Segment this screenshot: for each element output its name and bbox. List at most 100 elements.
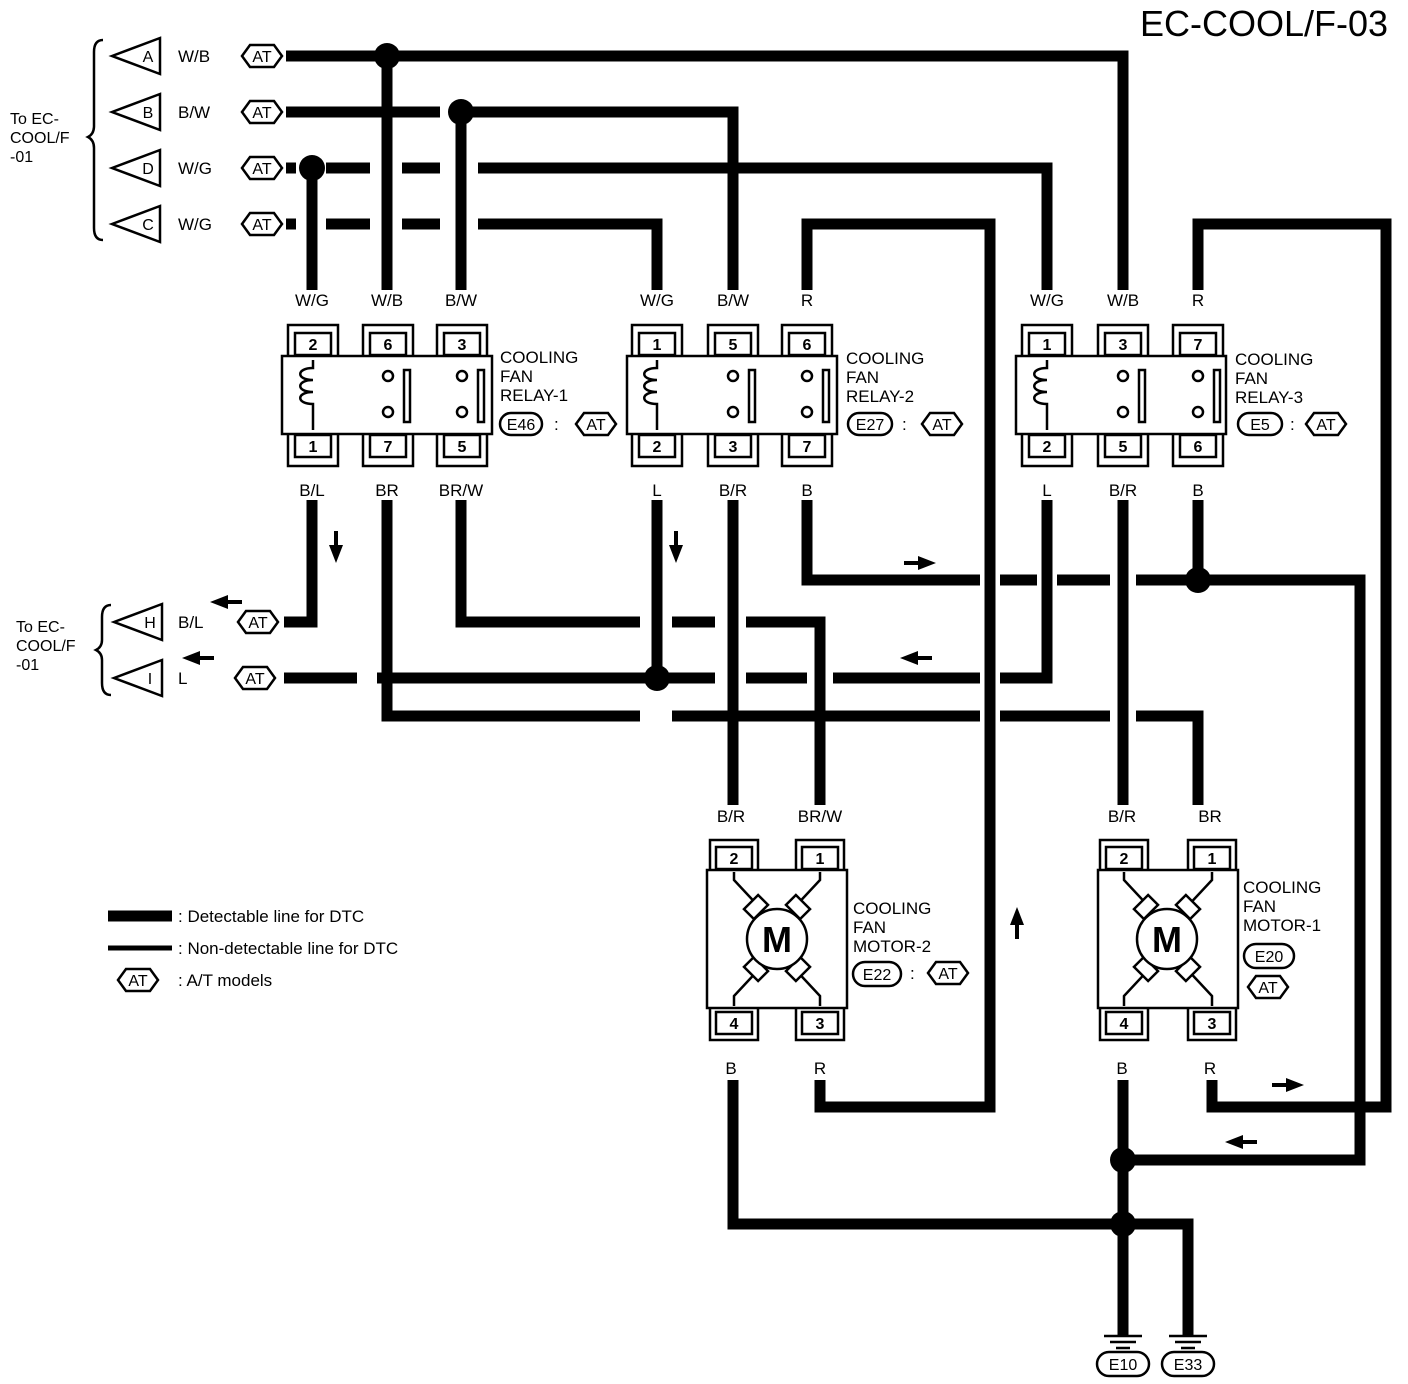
- switch-contact-icon: [1116, 369, 1130, 383]
- svg-text:AT: AT: [586, 417, 605, 434]
- switch-contact-icon: [800, 405, 814, 419]
- connector-b: B B/W AT: [108, 92, 284, 132]
- pin-box: 1: [1186, 838, 1238, 871]
- connector-code: E5: [1250, 417, 1270, 434]
- svg-text:B/W: B/W: [717, 291, 749, 310]
- pin-box: 7: [1171, 323, 1225, 357]
- pin-box: 3: [1186, 1008, 1238, 1042]
- switch-contact-icon: [455, 369, 469, 383]
- splice-points: [299, 43, 1211, 1237]
- svg-text:B: B: [725, 1059, 736, 1078]
- at-tag-text: AT: [252, 49, 271, 66]
- cooling-fan-relay-1: 2 6 3 1 7 5 W/G W/B B/W B/L BR BR/W COOL…: [280, 291, 618, 500]
- at-tag-text: AT: [245, 671, 264, 688]
- connector-d: D W/G AT: [108, 148, 284, 188]
- legend-text: : A/T models: [178, 971, 272, 990]
- svg-text:B/R: B/R: [1108, 807, 1136, 826]
- svg-text:3: 3: [458, 337, 467, 354]
- svg-text::: :: [902, 415, 907, 434]
- pin-box: 4: [1098, 1008, 1150, 1042]
- svg-text:W/G: W/G: [640, 291, 674, 310]
- motor-symbol: M: [762, 919, 792, 960]
- svg-text:B/R: B/R: [1109, 481, 1137, 500]
- switch-contact-icon: [1191, 405, 1205, 419]
- legend-text: : Detectable line for DTC: [178, 907, 364, 926]
- svg-text:2: 2: [1043, 439, 1052, 456]
- connector-id: D: [142, 161, 154, 178]
- svg-text:B: B: [801, 481, 812, 500]
- svg-text:L: L: [1042, 481, 1051, 500]
- switch-blade-icon: [402, 368, 412, 424]
- splice-dot: [374, 43, 400, 69]
- svg-text:2: 2: [730, 851, 739, 868]
- at-tag-text: AT: [248, 615, 267, 632]
- svg-text:4: 4: [730, 1016, 739, 1033]
- svg-text:5: 5: [458, 439, 467, 456]
- connector-c: C W/G AT: [108, 204, 284, 244]
- connector-h: H B/L AT: [110, 602, 280, 642]
- connector-i: I L AT: [110, 658, 277, 698]
- svg-text:5: 5: [729, 337, 738, 354]
- pin-box: 3: [1096, 323, 1150, 357]
- switch-contact-icon: [1191, 369, 1205, 383]
- connector-a: A W/B AT: [108, 36, 284, 76]
- connector-id: I: [148, 671, 152, 688]
- group-label-bottom: To EC-COOL/F-01: [16, 619, 76, 674]
- svg-text:L: L: [652, 481, 661, 500]
- svg-text:B/L: B/L: [299, 481, 325, 500]
- ground-e33: B E33: [1160, 1299, 1216, 1378]
- pin-box: 3: [794, 1008, 846, 1042]
- connector-group-bottom: To EC-COOL/F-01 H B/L AT I L AT: [16, 602, 280, 698]
- svg-text:W/B: W/B: [371, 291, 403, 310]
- pin-box: 2: [1020, 433, 1074, 468]
- splice-dot: [1185, 567, 1211, 593]
- svg-text:1: 1: [653, 337, 662, 354]
- pin-box: 5: [706, 323, 760, 357]
- svg-text:3: 3: [729, 439, 738, 456]
- svg-text:BR: BR: [375, 481, 399, 500]
- svg-text:B: B: [1182, 1299, 1193, 1318]
- connector-code: E27: [856, 417, 885, 434]
- svg-text:7: 7: [1194, 337, 1203, 354]
- svg-text::: :: [910, 964, 915, 983]
- svg-text:B: B: [1116, 1059, 1127, 1078]
- svg-text:AT: AT: [1316, 417, 1335, 434]
- switch-contact-icon: [800, 369, 814, 383]
- wire-color: W/G: [178, 159, 212, 178]
- svg-text:4: 4: [1120, 1016, 1129, 1033]
- pin-box: 2: [630, 433, 684, 468]
- pin-box: 6: [361, 323, 415, 357]
- switch-blade-icon: [747, 368, 757, 424]
- splice-dot: [448, 99, 474, 125]
- svg-text:AT: AT: [938, 966, 957, 983]
- svg-text:AT: AT: [932, 417, 951, 434]
- svg-text:B: B: [1192, 481, 1203, 500]
- svg-text:W/B: W/B: [1107, 291, 1139, 310]
- splice-dot: [644, 665, 670, 691]
- pin-box: 7: [780, 433, 834, 468]
- arrow-right-icon: [904, 556, 936, 570]
- arrow-left-icon: [210, 595, 242, 609]
- svg-text:1: 1: [816, 851, 825, 868]
- svg-text:7: 7: [803, 439, 812, 456]
- coil-icon: [1033, 360, 1049, 430]
- svg-text:6: 6: [384, 337, 393, 354]
- at-tag-text: AT: [252, 217, 271, 234]
- svg-text::: :: [554, 415, 559, 434]
- switch-contact-icon: [726, 405, 740, 419]
- connector-id: A: [143, 49, 154, 66]
- svg-text:R: R: [801, 291, 813, 310]
- svg-text:3: 3: [1119, 337, 1128, 354]
- pin-box: 7: [361, 433, 415, 468]
- svg-text:BR/W: BR/W: [798, 807, 842, 826]
- diagram-title: EC-COOL/F-03: [1140, 3, 1388, 44]
- coil-icon: [299, 360, 315, 430]
- connector-code: E20: [1255, 949, 1284, 966]
- pin-box: 6: [1171, 433, 1225, 468]
- splice-dot: [1110, 1211, 1136, 1237]
- ground-code: E33: [1174, 1357, 1203, 1374]
